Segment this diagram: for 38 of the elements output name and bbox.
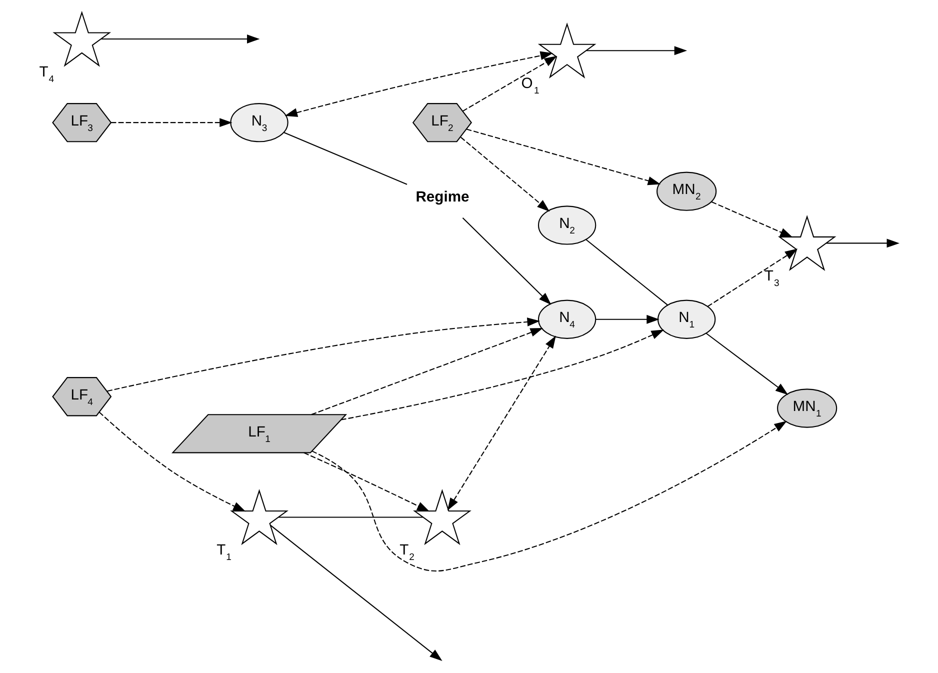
arrow xyxy=(462,218,552,305)
arrow xyxy=(270,524,442,661)
node-ellipse: N$_{3}$ xyxy=(230,103,288,142)
connector xyxy=(586,239,668,306)
node-ellipse: N$_{4}$ xyxy=(538,300,596,339)
node-ellipse: MN$_{2}$ xyxy=(656,172,717,211)
arrow xyxy=(586,46,688,56)
arrow xyxy=(707,248,798,307)
arrow xyxy=(312,420,787,572)
arrow xyxy=(311,328,544,416)
node-label: T$_{4}$ xyxy=(39,64,54,85)
arrow xyxy=(706,332,788,395)
arrow xyxy=(466,128,661,186)
arrow xyxy=(98,412,246,512)
arrow xyxy=(460,136,550,212)
arrow xyxy=(826,238,900,248)
arrow xyxy=(284,51,554,117)
node-text: Regime xyxy=(416,190,470,206)
arrow xyxy=(596,314,660,324)
arrow xyxy=(462,56,558,112)
node-label: T$_{1}$ xyxy=(216,542,232,563)
arrow xyxy=(107,318,540,392)
node-label: O$_{1}$ xyxy=(521,76,540,96)
arrow xyxy=(341,330,664,420)
connector xyxy=(278,516,423,518)
arrow xyxy=(304,452,430,512)
connector xyxy=(284,132,408,185)
arrow xyxy=(711,201,793,238)
arrow xyxy=(111,118,232,128)
node-ellipse: N$_{1}$ xyxy=(657,300,716,339)
node-label: T$_{2}$ xyxy=(400,542,414,563)
node-label: T$_{3}$ xyxy=(764,268,780,289)
node-ellipse: MN$_{1}$ xyxy=(777,388,838,428)
node-star xyxy=(413,489,472,546)
arrow xyxy=(101,34,260,44)
node-star xyxy=(52,10,112,67)
arrow xyxy=(447,336,556,511)
node-ellipse: N$_{2}$ xyxy=(538,206,596,245)
